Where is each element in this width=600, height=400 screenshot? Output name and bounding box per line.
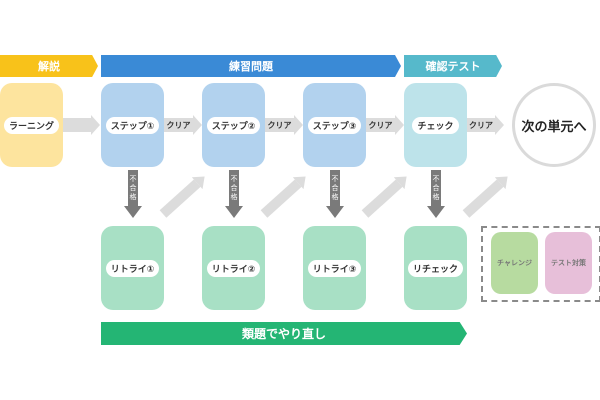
- fail-char: 格: [432, 192, 440, 201]
- node-next-unit: 次の単元へ: [512, 83, 596, 167]
- arrow-check-clear: クリア: [467, 115, 504, 135]
- fail-char: 格: [230, 192, 238, 201]
- node-learning: ラーニング: [0, 83, 63, 167]
- fail-char: 不: [331, 174, 339, 183]
- arrow-head: [225, 206, 243, 218]
- fail-char: 格: [331, 192, 339, 201]
- arrow-shaft: [361, 179, 403, 218]
- arrow-shaft: [159, 179, 201, 218]
- node-recheck-label: リチェック: [407, 259, 463, 277]
- arrow-shaft: [462, 179, 504, 218]
- fail-label: 不合格: [229, 170, 239, 206]
- node-retry1: リトライ①: [101, 226, 164, 310]
- clear-label: クリア: [164, 118, 193, 132]
- arrow-head: [124, 206, 142, 218]
- fail-char: 不: [129, 174, 137, 183]
- node-challenge: チャレンジ: [491, 232, 538, 294]
- arrow-step2-fail: 不合格: [225, 170, 243, 218]
- fail-char: 合: [129, 183, 137, 192]
- node-retry2-label: リトライ②: [206, 259, 261, 277]
- fail-label: 不合格: [431, 170, 441, 206]
- node-retry3-label: リトライ③: [307, 259, 362, 277]
- arrow-step1-fail: 不合格: [124, 170, 142, 218]
- banner-explanation: 解説: [0, 55, 98, 77]
- node-step1: ステップ①: [101, 83, 164, 167]
- node-challenge-label: チャレンジ: [497, 259, 532, 267]
- node-test-prep: テスト対策: [545, 232, 592, 294]
- arrow-step3-fail: 不合格: [326, 170, 344, 218]
- arrow-shaft: [63, 118, 91, 132]
- banner-explanation-label: 解説: [38, 60, 60, 73]
- arrow-retry1-to-step2: [158, 170, 210, 220]
- node-check: チェック: [404, 83, 467, 167]
- fail-label: 不合格: [330, 170, 340, 206]
- clear-label: クリア: [467, 118, 495, 132]
- clear-label: クリア: [265, 118, 294, 132]
- node-step3-label: ステップ③: [307, 116, 362, 134]
- banner-retry-similar-label: 類題でやり直し: [241, 327, 326, 341]
- node-retry1-label: リトライ①: [105, 259, 160, 277]
- arrow-check-fail: 不合格: [427, 170, 445, 218]
- arrow-head: [427, 206, 445, 218]
- fail-char: 合: [432, 183, 440, 192]
- arrow-head: [395, 115, 404, 135]
- arrow-step2-clear: クリア: [265, 115, 303, 135]
- node-test-prep-label: テスト対策: [551, 259, 586, 267]
- fail-char: 不: [432, 174, 440, 183]
- arrow-learning-to-step1: [63, 115, 100, 135]
- node-step3: ステップ③: [303, 83, 366, 167]
- node-step2: ステップ②: [202, 83, 265, 167]
- arrow-shaft: [260, 179, 302, 218]
- arrow-recheck-to-next: [461, 170, 513, 220]
- node-step1-label: ステップ①: [105, 116, 160, 134]
- arrow-retry2-to-step3: [259, 170, 311, 220]
- arrow-head: [495, 115, 504, 135]
- arrow-step3-clear: クリア: [366, 115, 404, 135]
- banner-confirm-test: 確認テスト: [404, 55, 502, 77]
- clear-label: クリア: [366, 118, 395, 132]
- node-retry2: リトライ②: [202, 226, 265, 310]
- banner-practice-label: 練習問題: [229, 60, 273, 73]
- node-recheck: リチェック: [404, 226, 467, 310]
- fail-char: 合: [230, 183, 238, 192]
- banner-practice: 練習問題: [101, 55, 401, 77]
- arrow-step1-clear: クリア: [164, 115, 202, 135]
- node-retry3: リトライ③: [303, 226, 366, 310]
- arrow-retry3-to-check: [360, 170, 412, 220]
- node-learning-label: ラーニング: [3, 116, 59, 134]
- fail-char: 格: [129, 192, 137, 201]
- node-next-unit-label: 次の単元へ: [521, 119, 587, 135]
- arrow-head: [294, 115, 303, 135]
- fail-label: 不合格: [128, 170, 138, 206]
- banner-retry-similar: 類題でやり直し: [101, 322, 467, 345]
- fail-char: 不: [230, 174, 238, 183]
- node-check-label: チェック: [412, 116, 459, 134]
- arrow-head: [326, 206, 344, 218]
- fail-char: 合: [331, 183, 339, 192]
- node-step2-label: ステップ②: [206, 116, 261, 134]
- arrow-head: [91, 115, 100, 135]
- banner-confirm-test-label: 確認テスト: [425, 60, 481, 73]
- arrow-head: [193, 115, 202, 135]
